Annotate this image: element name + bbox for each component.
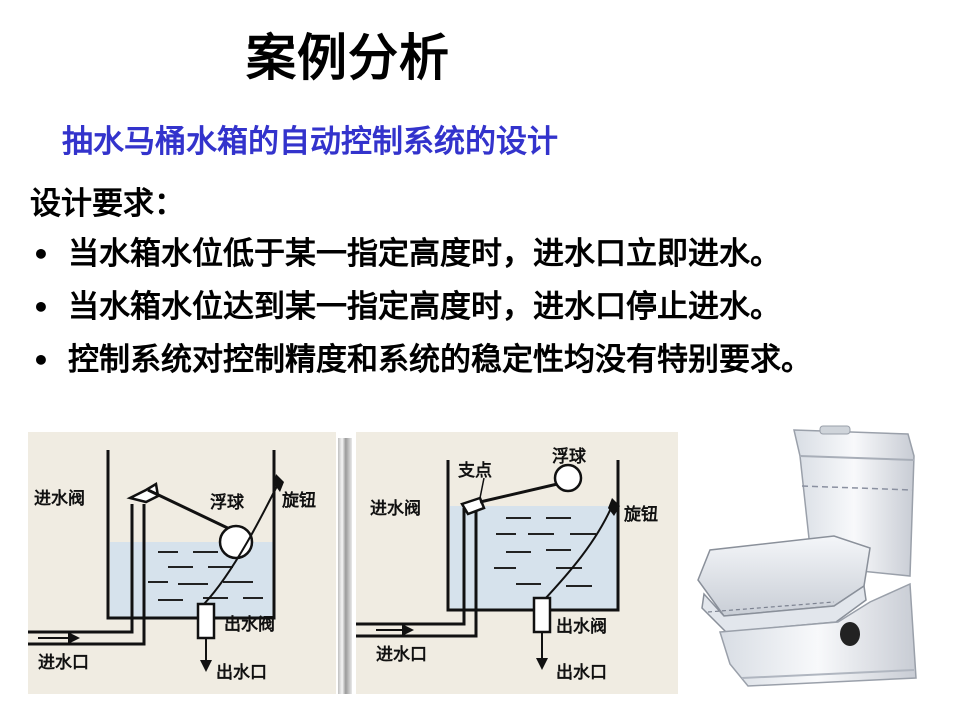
label-inlet-valve-right: 进水阀 [370,498,421,519]
requirement-text: 当水箱水位达到某一指定高度时，进水口停止进水。 [68,289,781,325]
tank-wall-right [446,460,620,612]
requirement-text: 当水箱水位低于某一指定高度时，进水口立即进水。 [68,236,781,272]
tank-diagram-right: 支点 浮球 进水阀 旋钮 出水阀 进水口 出水口 [356,446,658,683]
inlet-pipe-right [356,508,478,638]
label-inlet-left: 进水口 [38,652,89,673]
label-outlet-valve-left: 出水阀 [224,614,275,635]
toilet-illustration [697,425,917,687]
requirement-text: 控制系统对控制精度和系统的稳定性均没有特别要求。 [68,342,812,378]
panel-divider [338,438,352,694]
water-left [110,542,274,618]
bullet-icon: • [32,238,50,271]
slide-title: 案例分析 [246,29,450,87]
label-knob-right: 旋钮 [623,504,658,525]
requirements-list: • 当水箱水位低于某一指定高度时，进水口立即进水。 • 当水箱水位达到某一指定高… [30,228,812,387]
requirement-item: • 控制系统对控制精度和系统的稳定性均没有特别要求。 [30,334,812,387]
diagram-right-panel: 支点 浮球 进水阀 旋钮 出水阀 进水口 出水口 [356,432,678,694]
label-float-left: 浮球 [210,492,245,513]
label-pivot-right: 支点 [458,460,492,481]
bullet-icon: • [32,344,50,377]
toilet-photo [684,416,946,694]
label-outlet-left: 出水口 [216,662,267,683]
outlet-valve-right [532,596,552,634]
water-right [450,506,618,610]
bullet-icon: • [32,291,50,324]
diagram-left-panel: 进水阀 浮球 旋钮 出水阀 进水口 出水口 [28,432,336,694]
label-inlet-right: 进水口 [376,644,427,665]
label-float-right: 浮球 [552,446,587,467]
float-ball-left [218,524,254,560]
label-outlet-valve-right: 出水阀 [556,616,607,637]
requirements-heading: 设计要求： [30,186,185,222]
requirement-item: • 当水箱水位达到某一指定高度时，进水口停止进水。 [30,281,812,334]
lever-left [147,488,237,534]
float-ball-right [553,463,583,493]
lever-right [479,480,567,504]
requirement-item: • 当水箱水位低于某一指定高度时，进水口立即进水。 [30,228,812,281]
outlet-valve-left [196,602,216,640]
slide-subtitle: 抽水马桶水箱的自动控制系统的设计 [62,124,558,160]
tank-wall-left [106,450,276,620]
inlet-pipe-left [28,504,146,646]
label-knob-left: 旋钮 [281,490,316,511]
label-outlet-right: 出水口 [556,662,607,683]
tank-diagram-left: 进水阀 浮球 旋钮 出水阀 进水口 出水口 [28,450,316,683]
label-inlet-valve-left: 进水阀 [34,488,85,509]
